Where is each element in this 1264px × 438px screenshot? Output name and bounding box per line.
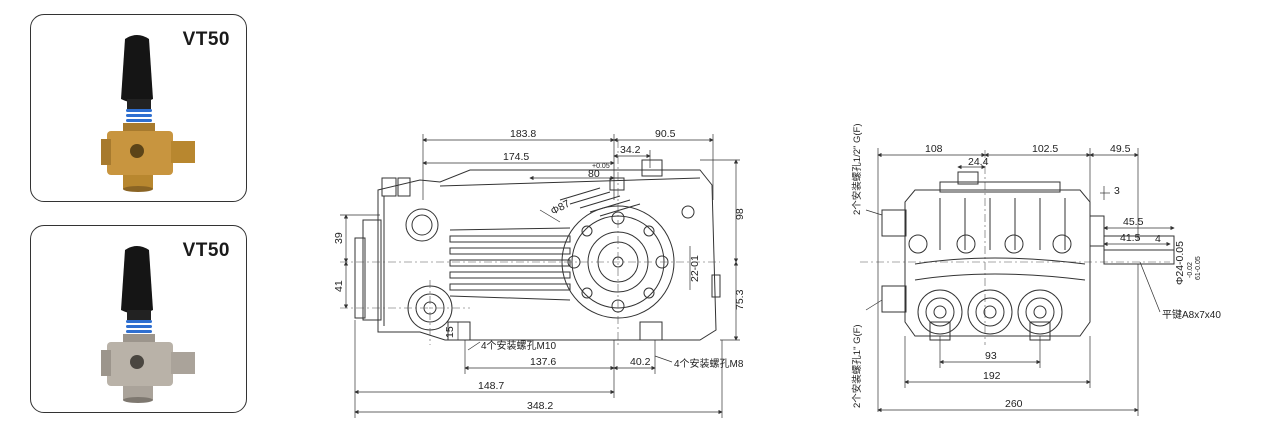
note-inlet-holes: 2个安装螺孔1/2" G(F) xyxy=(851,123,863,215)
valve-brass-image xyxy=(101,35,195,192)
dim-34-2: 34.2 xyxy=(620,144,641,156)
dim-phi87: Φ87 xyxy=(549,198,572,218)
dim-108: 108 xyxy=(925,143,943,155)
dim-148-7: 148.7 xyxy=(478,380,504,392)
note-flat-key: 平键A8x7x40 xyxy=(1162,308,1221,321)
dim-80: 80 xyxy=(588,168,600,180)
dim-192: 192 xyxy=(983,370,1001,382)
dim-260: 260 xyxy=(1005,398,1023,410)
dim-45-5: 45.5 xyxy=(1123,216,1144,228)
dim-183-8: 183.8 xyxy=(510,128,536,140)
dim-41: 41 xyxy=(333,280,345,292)
dim-40-2: 40.2 xyxy=(630,356,651,368)
dim-shaft-phi24: Φ24-0.05 xyxy=(1174,241,1186,285)
dim-174-5: 174.5 xyxy=(503,151,529,163)
dim-4: 4 xyxy=(1155,233,1161,245)
dim-15: 15 xyxy=(444,326,456,338)
dim-22-01: 22-01 xyxy=(689,255,701,282)
product-card-vt50-brass: VT50 xyxy=(30,14,247,202)
pump-side-view xyxy=(354,159,721,341)
note-outlet-holes: 2个安装螺孔1" G(F) xyxy=(851,324,863,408)
dim-98: 98 xyxy=(734,208,746,220)
note-m8-holes: 4个安装螺孔M8 xyxy=(674,357,744,370)
dim-137-6: 137.6 xyxy=(530,356,556,368)
dim-75-3: 75.3 xyxy=(734,289,746,310)
pump-front-view xyxy=(881,171,1175,341)
dim-348-2: 348.2 xyxy=(527,400,553,412)
dim-41-5: 41.5 xyxy=(1120,232,1141,244)
dim-shaft-tol-a: -0.02 xyxy=(1187,262,1194,278)
dim-93: 93 xyxy=(985,350,997,362)
dim-39: 39 xyxy=(333,232,345,244)
dim-90-5: 90.5 xyxy=(655,128,676,140)
dim-shaft-tol-b: 61-0.05 xyxy=(1195,256,1202,280)
dim-80-tol: +0.05 xyxy=(592,163,610,170)
dim-49-5: 49.5 xyxy=(1110,143,1131,155)
card-title: VT50 xyxy=(182,240,230,261)
valve-nickel-image xyxy=(101,246,195,403)
dim-102-5: 102.5 xyxy=(1032,143,1058,155)
card-title: VT50 xyxy=(182,29,230,50)
product-card-vt50-nickel: VT50 xyxy=(30,225,247,413)
dim-24-4: 24.4 xyxy=(968,156,989,168)
note-m10-holes: 4个安装螺孔M10 xyxy=(481,339,556,352)
dim-3: 3 xyxy=(1114,185,1120,197)
